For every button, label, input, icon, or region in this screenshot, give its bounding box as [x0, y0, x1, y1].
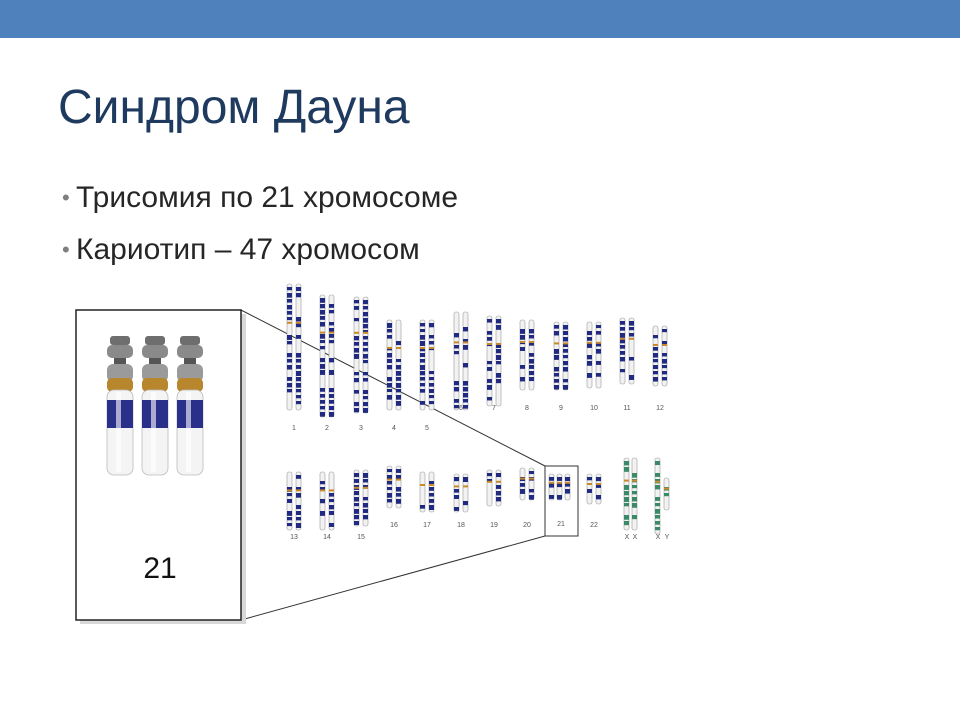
chromosome: [319, 471, 326, 531]
chromosome: [631, 457, 638, 531]
chromosome-label: 15: [357, 534, 365, 541]
chromosome: [295, 471, 302, 531]
chromosome: [519, 319, 526, 391]
chromosome: [286, 283, 293, 411]
enlarged-chromosome: [106, 336, 134, 476]
chromosome: [386, 319, 393, 411]
chromosome: [528, 467, 535, 501]
chromosome: [623, 457, 630, 531]
bullet-list: •Трисомия по 21 хромосоме •Кариотип – 47…: [62, 176, 458, 280]
chromosome: [453, 311, 460, 411]
chromosome: [362, 469, 369, 527]
chromosome: [486, 469, 493, 507]
chromosome: [428, 471, 435, 513]
chromosome: [564, 473, 571, 501]
chromosome-label: 6: [459, 405, 463, 412]
chromosome-label: 19: [490, 522, 498, 529]
chromosome: [395, 319, 402, 411]
bullet-icon: •: [62, 237, 70, 262]
bullet-item: •Трисомия по 21 хромосоме: [62, 176, 458, 228]
slide-title: Синдром Дауна: [58, 81, 410, 134]
chromosome-label: 11: [623, 405, 630, 412]
chromosome-label: 8: [525, 405, 529, 412]
chromosome-label: 7: [492, 405, 496, 412]
chromosome: [528, 319, 535, 391]
chromosome-label: 9: [559, 405, 563, 412]
enlarged-chromosome: [176, 336, 204, 476]
chromosome: [495, 469, 502, 507]
chromosome: [595, 473, 602, 505]
chromosome: [428, 319, 435, 411]
chromosome: [628, 317, 635, 385]
chromosome-label: X: [625, 534, 630, 541]
chromosome: [362, 296, 369, 414]
chromosome: [295, 283, 302, 411]
chromosome-label: 22: [590, 522, 598, 529]
chromosome: [548, 473, 555, 501]
chromosome-label: 16: [390, 522, 398, 529]
chromosome-label: 10: [590, 405, 598, 412]
chromosome: [586, 473, 593, 505]
chromosome: [519, 467, 526, 501]
chromosome-label: 5: [425, 425, 429, 432]
chromosome-label: X: [633, 534, 638, 541]
chromosome: [319, 294, 326, 418]
chromosome: [328, 471, 335, 531]
enlarged-chromosome: [141, 336, 169, 476]
bullet-text: Трисомия по 21 хромосоме: [76, 181, 459, 214]
bullet-icon: •: [62, 185, 70, 210]
chromosome: [462, 311, 469, 411]
chromosome: [453, 473, 460, 513]
chromosome-label: 17: [423, 522, 431, 529]
bullet-text: Кариотип – 47 хромосом: [76, 233, 420, 266]
chromosome: [353, 296, 360, 414]
bullet-item: •Кариотип – 47 хромосом: [62, 228, 458, 280]
chromosome-label: 14: [323, 534, 331, 541]
chromosome: [652, 325, 659, 387]
chromosome: [661, 325, 668, 387]
enlarged-label: 21: [143, 552, 176, 585]
chromosome-label: Y: [665, 534, 670, 541]
chromosome: [386, 465, 393, 509]
chromosome: [395, 465, 402, 509]
chromosome: [486, 315, 493, 407]
chromosome: [556, 473, 563, 501]
chromosome: [328, 294, 335, 418]
chromosome-label: 3: [359, 425, 363, 432]
chromosome: [586, 321, 593, 389]
chromosome-label: 4: [392, 425, 396, 432]
chromosome: [462, 473, 469, 513]
chromosome: [654, 457, 661, 535]
chromosome-label: X: [656, 534, 661, 541]
chromosome: [419, 319, 426, 411]
zoom-line: [240, 535, 546, 621]
chromosome-label: 12: [656, 405, 664, 412]
chromosome: [353, 469, 360, 527]
chromosome: [619, 317, 626, 385]
karyotype-chromosomes: [286, 283, 670, 537]
chromosome-label: 18: [457, 522, 465, 529]
chromosome-label: 1: [292, 425, 296, 432]
chromosome: [562, 321, 569, 391]
chromosome: [495, 315, 502, 407]
chromosome: [663, 477, 670, 511]
enlarged-view: 21: [75, 309, 246, 624]
chromosome-label: 21: [557, 521, 565, 528]
chromosome-label: 13: [290, 534, 298, 541]
chromosome: [419, 471, 426, 513]
chromosome: [595, 321, 602, 389]
chromosome-21-box: [544, 465, 579, 537]
chromosome-label: 20: [523, 522, 531, 529]
chromosome-label: 2: [325, 425, 329, 432]
chromosome: [286, 471, 293, 531]
chromosome: [553, 321, 560, 391]
top-accent-bar: [0, 0, 960, 38]
